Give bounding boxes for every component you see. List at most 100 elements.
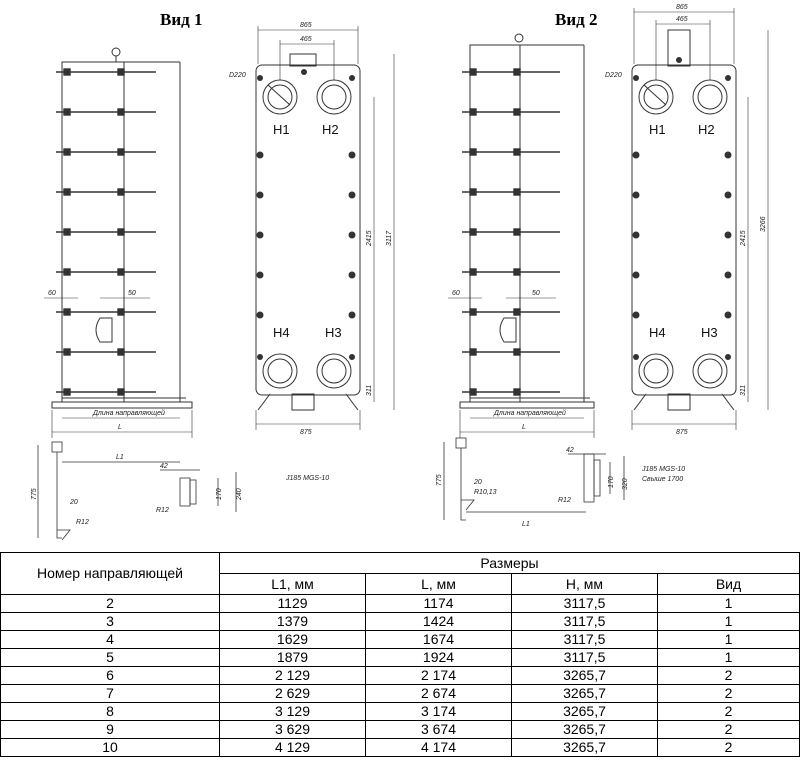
view1-plate-dims [255, 26, 395, 430]
v2-detail-42: 42 [566, 447, 574, 454]
cell: 5 [0, 648, 220, 667]
cell: 1 [657, 594, 800, 613]
v2-dim-465: 465 [676, 16, 688, 23]
cell: 1879 [219, 648, 366, 667]
view2-labels: 865 465 D220 3266 2415 311 875 60 50 Дли… [436, 4, 767, 528]
v2-guide-length: Длина направляющей [493, 409, 566, 417]
v2-detail-r1013: R10,13 [474, 489, 497, 496]
view2-tie-bolts [462, 68, 560, 396]
table-col-view: Вид [657, 573, 800, 595]
view2-detail [443, 437, 625, 521]
cell: 1 [657, 612, 800, 631]
cell: 2 674 [365, 684, 512, 703]
cell: 9 [0, 720, 220, 739]
cell: 7 [0, 684, 220, 703]
table-col-l1: L1, мм [219, 573, 366, 595]
v2-dim-311: 311 [740, 385, 747, 396]
v1-dim-L: L [118, 424, 122, 431]
view1-labels: 865 465 D220 3117 2415 311 875 60 50 Дли… [31, 22, 393, 526]
v1-dim-875: 875 [300, 429, 312, 436]
v2-port-h3: H3 [701, 325, 718, 340]
view1-tie-bolts [56, 68, 156, 396]
cell: 10 [0, 738, 220, 757]
v2-dim-2415: 2415 [740, 230, 747, 247]
v2-dim-d220: D220 [605, 72, 622, 79]
dimensions-table: Номер направляющей Размеры L1, мм L, мм … [0, 552, 800, 757]
table-col-h: H, мм [511, 573, 658, 595]
v2-detail-L1: L1 [522, 521, 530, 528]
cell: 2 [657, 738, 800, 757]
cell: 3265,7 [511, 702, 658, 721]
v1-dim-865: 865 [300, 22, 312, 29]
cell: 3 174 [365, 702, 512, 721]
v2-port-h2: H2 [698, 122, 715, 137]
v2-detail-model: J185 MGS-10 [641, 466, 685, 473]
v2-port-h1: H1 [649, 122, 666, 137]
cell: 3265,7 [511, 738, 658, 757]
v2-port-h4: H4 [649, 325, 666, 340]
view1-front-plate [255, 53, 361, 411]
v1-dim-311: 311 [366, 385, 373, 396]
v1-dim-50: 50 [128, 290, 136, 297]
cell: 1379 [219, 612, 366, 631]
table-head-guide-number: Номер направляющей [0, 552, 220, 595]
v1-dim-2415: 2415 [366, 230, 373, 247]
v1-detail-model: J185 MGS-10 [285, 475, 329, 482]
v1-detail-240: 240 [236, 488, 243, 501]
v1-detail-r12b: R12 [156, 507, 169, 514]
cell: 1629 [219, 630, 366, 649]
v1-detail-170: 170 [216, 488, 223, 500]
v2-dim-L: L [522, 424, 526, 431]
v2-dim-865: 865 [676, 4, 688, 11]
v1-guide-length: Длина направляющей [92, 409, 165, 417]
v1-detail-775: 775 [31, 488, 38, 500]
cell: 3117,5 [511, 648, 658, 667]
v2-dim-50: 50 [532, 290, 540, 297]
cell: 1 [657, 630, 800, 649]
v1-port-h2: H2 [322, 122, 339, 137]
v2-detail-320: 320 [622, 478, 629, 490]
v1-port-h3: H3 [325, 325, 342, 340]
cell: 2 [657, 702, 800, 721]
cell: 1129 [219, 594, 366, 613]
cell: 2 [657, 720, 800, 739]
cell: 3 674 [365, 720, 512, 739]
view2-title: Вид 2 [555, 10, 598, 29]
v1-detail-20: 20 [69, 499, 78, 506]
cell: 2 174 [365, 666, 512, 685]
view1-title: Вид 1 [160, 10, 203, 29]
view2-side-dims [448, 297, 595, 438]
v2-detail-170: 170 [608, 476, 615, 488]
v2-dim-875: 875 [676, 429, 688, 436]
view2-side-frame [459, 33, 595, 409]
table-col-l: L, мм [365, 573, 512, 595]
cell: 3117,5 [511, 612, 658, 631]
v2-detail-775: 775 [436, 474, 443, 486]
v2-dim-3266: 3266 [760, 216, 767, 232]
view1-side-dims [44, 297, 193, 438]
v1-dim-60: 60 [48, 290, 56, 297]
cell: 4 129 [219, 738, 366, 757]
view1-plate-bolts [256, 69, 356, 360]
v1-port-h4: H4 [273, 325, 290, 340]
cell: 2 129 [219, 666, 366, 685]
cell: 2 [657, 666, 800, 685]
cell: 8 [0, 702, 220, 721]
view2-front-plate [631, 29, 737, 411]
v2-detail-note: Свыше 1700 [642, 476, 683, 483]
cell: 1 [657, 648, 800, 667]
cell: 1174 [365, 594, 512, 613]
table-head-group: Размеры [219, 552, 800, 574]
cell: 3265,7 [511, 684, 658, 703]
cell: 2 [657, 684, 800, 703]
cell: 2 629 [219, 684, 366, 703]
view2-plate-dims [631, 8, 769, 430]
cell: 4 [0, 630, 220, 649]
